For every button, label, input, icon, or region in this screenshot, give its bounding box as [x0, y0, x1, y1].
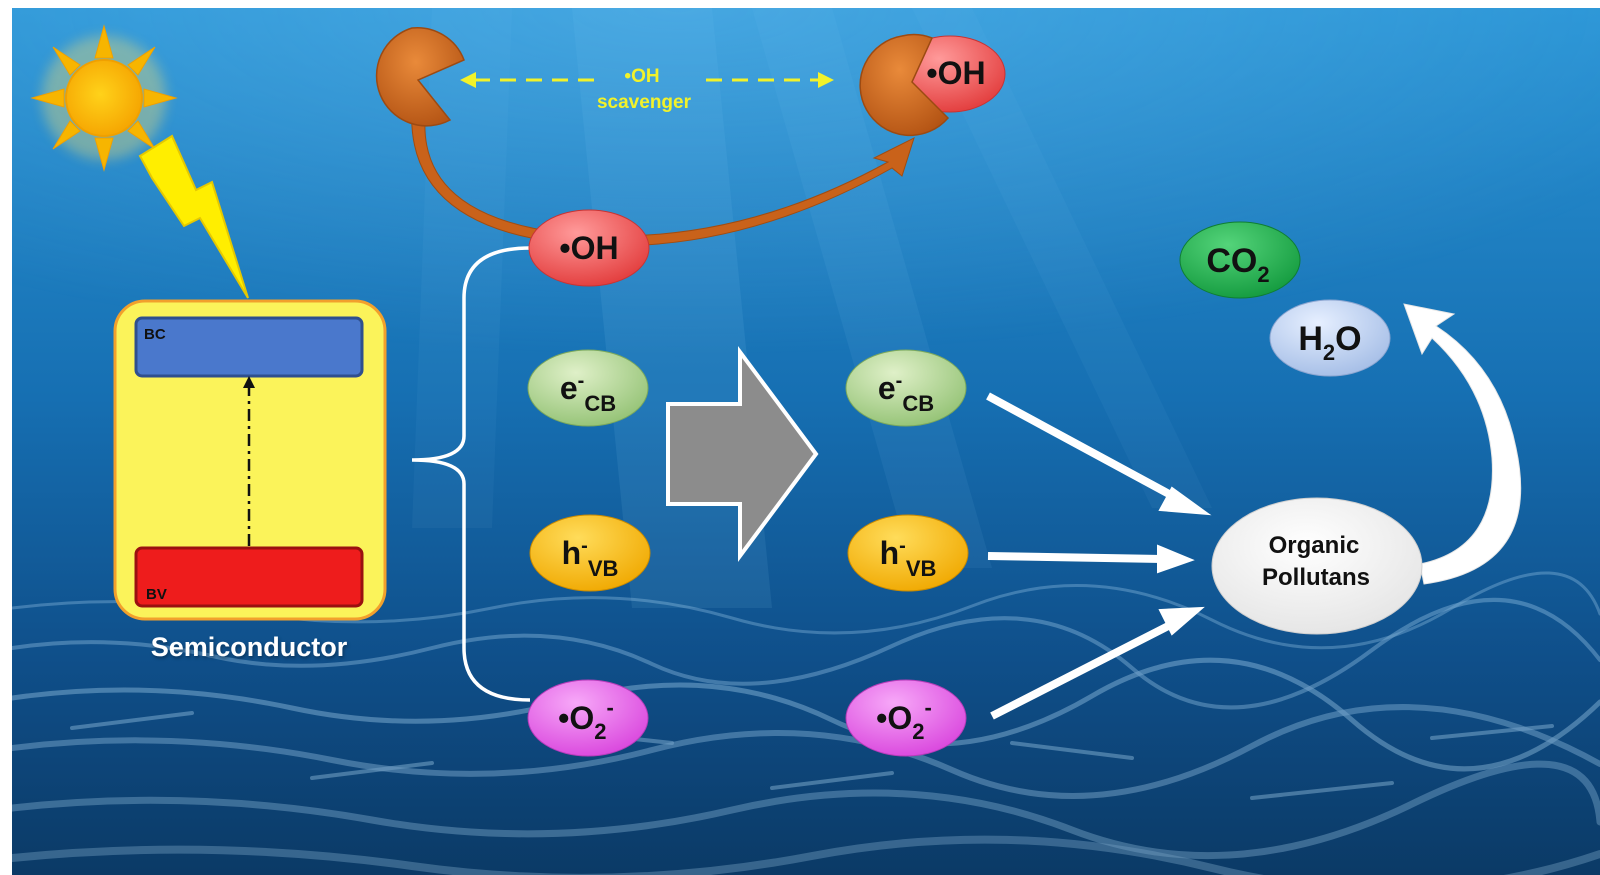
- svg-text:•O2-: •O2-: [876, 695, 932, 744]
- electron-right-main: e: [878, 370, 896, 406]
- superoxide-right-sub: 2: [912, 719, 924, 744]
- electron-left-sub: CB: [584, 391, 616, 416]
- oh-radical-left: •OH: [528, 209, 650, 287]
- reaction-arrows: [986, 392, 1212, 720]
- captured-oh-label: •OH: [926, 55, 985, 91]
- scavenger-eating-icon: [859, 33, 950, 137]
- h2o-product: H2O: [1269, 299, 1391, 377]
- pollutants-line1: Organic: [1269, 532, 1360, 559]
- curly-brace: [411, 246, 531, 702]
- superoxide-left: •O2-: [527, 679, 649, 757]
- valence-band: [134, 546, 364, 608]
- superoxide-left-sup: -: [607, 695, 614, 720]
- pollutants-line2: Pollutans: [1262, 564, 1370, 591]
- superoxide-right: •O2-: [845, 679, 967, 757]
- electron-left-main: e: [560, 370, 578, 406]
- svg-text:H2O: H2O: [1298, 320, 1361, 365]
- lightning-bolt-icon: [138, 134, 249, 299]
- photocatalysis-diagram: BC BV Semiconductor •OH scavenger •OH •O…: [12, 8, 1600, 875]
- h2o-end: O: [1335, 320, 1361, 358]
- svg-text:h-VB: h-VB: [562, 535, 619, 581]
- electron-cb-left: e-CB: [527, 349, 649, 427]
- hole-left-sub: VB: [588, 556, 619, 581]
- hole-left-main: h: [562, 535, 582, 571]
- scavenger-path-arrow: [411, 105, 915, 247]
- arrow-hole-to-pollutant: [987, 552, 1163, 563]
- svg-text:e-CB: e-CB: [560, 370, 616, 416]
- co2-sub: 2: [1257, 262, 1269, 287]
- transfer-arrow: [666, 345, 819, 563]
- hole-right-sub: VB: [906, 556, 937, 581]
- arrow-electron-to-pollutant: [986, 392, 1184, 505]
- hole-vb-left: h-VB: [529, 514, 651, 592]
- co2-main: CO: [1206, 242, 1257, 280]
- captured-oh-radical: •OH: [859, 33, 1006, 137]
- organic-pollutants: Organic Pollutans: [1211, 497, 1423, 635]
- conduction-band: [134, 316, 364, 378]
- hole-right-main: h: [880, 535, 900, 571]
- conduction-band-label: BC: [144, 326, 166, 343]
- sun-icon: [30, 24, 178, 172]
- scavenger-dashed-arrow: [460, 72, 834, 88]
- svg-text:CO2: CO2: [1206, 242, 1269, 287]
- electron-right-sub: CB: [902, 391, 934, 416]
- svg-text:h-VB: h-VB: [880, 535, 937, 581]
- superoxide-left-main: •O: [558, 700, 594, 736]
- arrow-superoxide-to-pollutant: [990, 618, 1178, 720]
- electron-left-sup: -: [578, 370, 585, 392]
- co2-product: CO2: [1179, 221, 1301, 299]
- scavenger-label: scavenger: [597, 92, 692, 113]
- h2o-main: H: [1298, 320, 1323, 358]
- excitation-arrowhead: [243, 376, 255, 388]
- svg-text:•O2-: •O2-: [558, 695, 614, 744]
- hole-vb-right: h-VB: [847, 514, 969, 592]
- hole-right-sup: -: [899, 535, 906, 557]
- electron-cb-right: e-CB: [845, 349, 967, 427]
- oh-radical-left-label: •OH: [559, 230, 618, 266]
- valence-band-label: BV: [146, 586, 167, 603]
- degradation-arrow: [1403, 303, 1522, 585]
- semiconductor: BC BV: [113, 299, 387, 621]
- superoxide-right-main: •O: [876, 700, 912, 736]
- hole-left-sup: -: [581, 535, 588, 557]
- semiconductor-caption: Semiconductor: [151, 632, 348, 662]
- h2o-sub: 2: [1323, 340, 1335, 365]
- scavenger-icon: [375, 26, 465, 127]
- superoxide-right-sup: -: [925, 695, 932, 720]
- arrow-electron-head: [1158, 486, 1212, 516]
- diagram-canvas: BC BV Semiconductor •OH scavenger •OH •O…: [12, 8, 1600, 875]
- svg-text:e-CB: e-CB: [878, 370, 934, 416]
- electron-right-sup: -: [896, 370, 903, 392]
- superoxide-left-sub: 2: [594, 719, 606, 744]
- scavenger-radical-label: •OH: [624, 66, 659, 87]
- arrow-superoxide-head: [1158, 606, 1205, 636]
- arrow-hole-head: [1157, 544, 1195, 574]
